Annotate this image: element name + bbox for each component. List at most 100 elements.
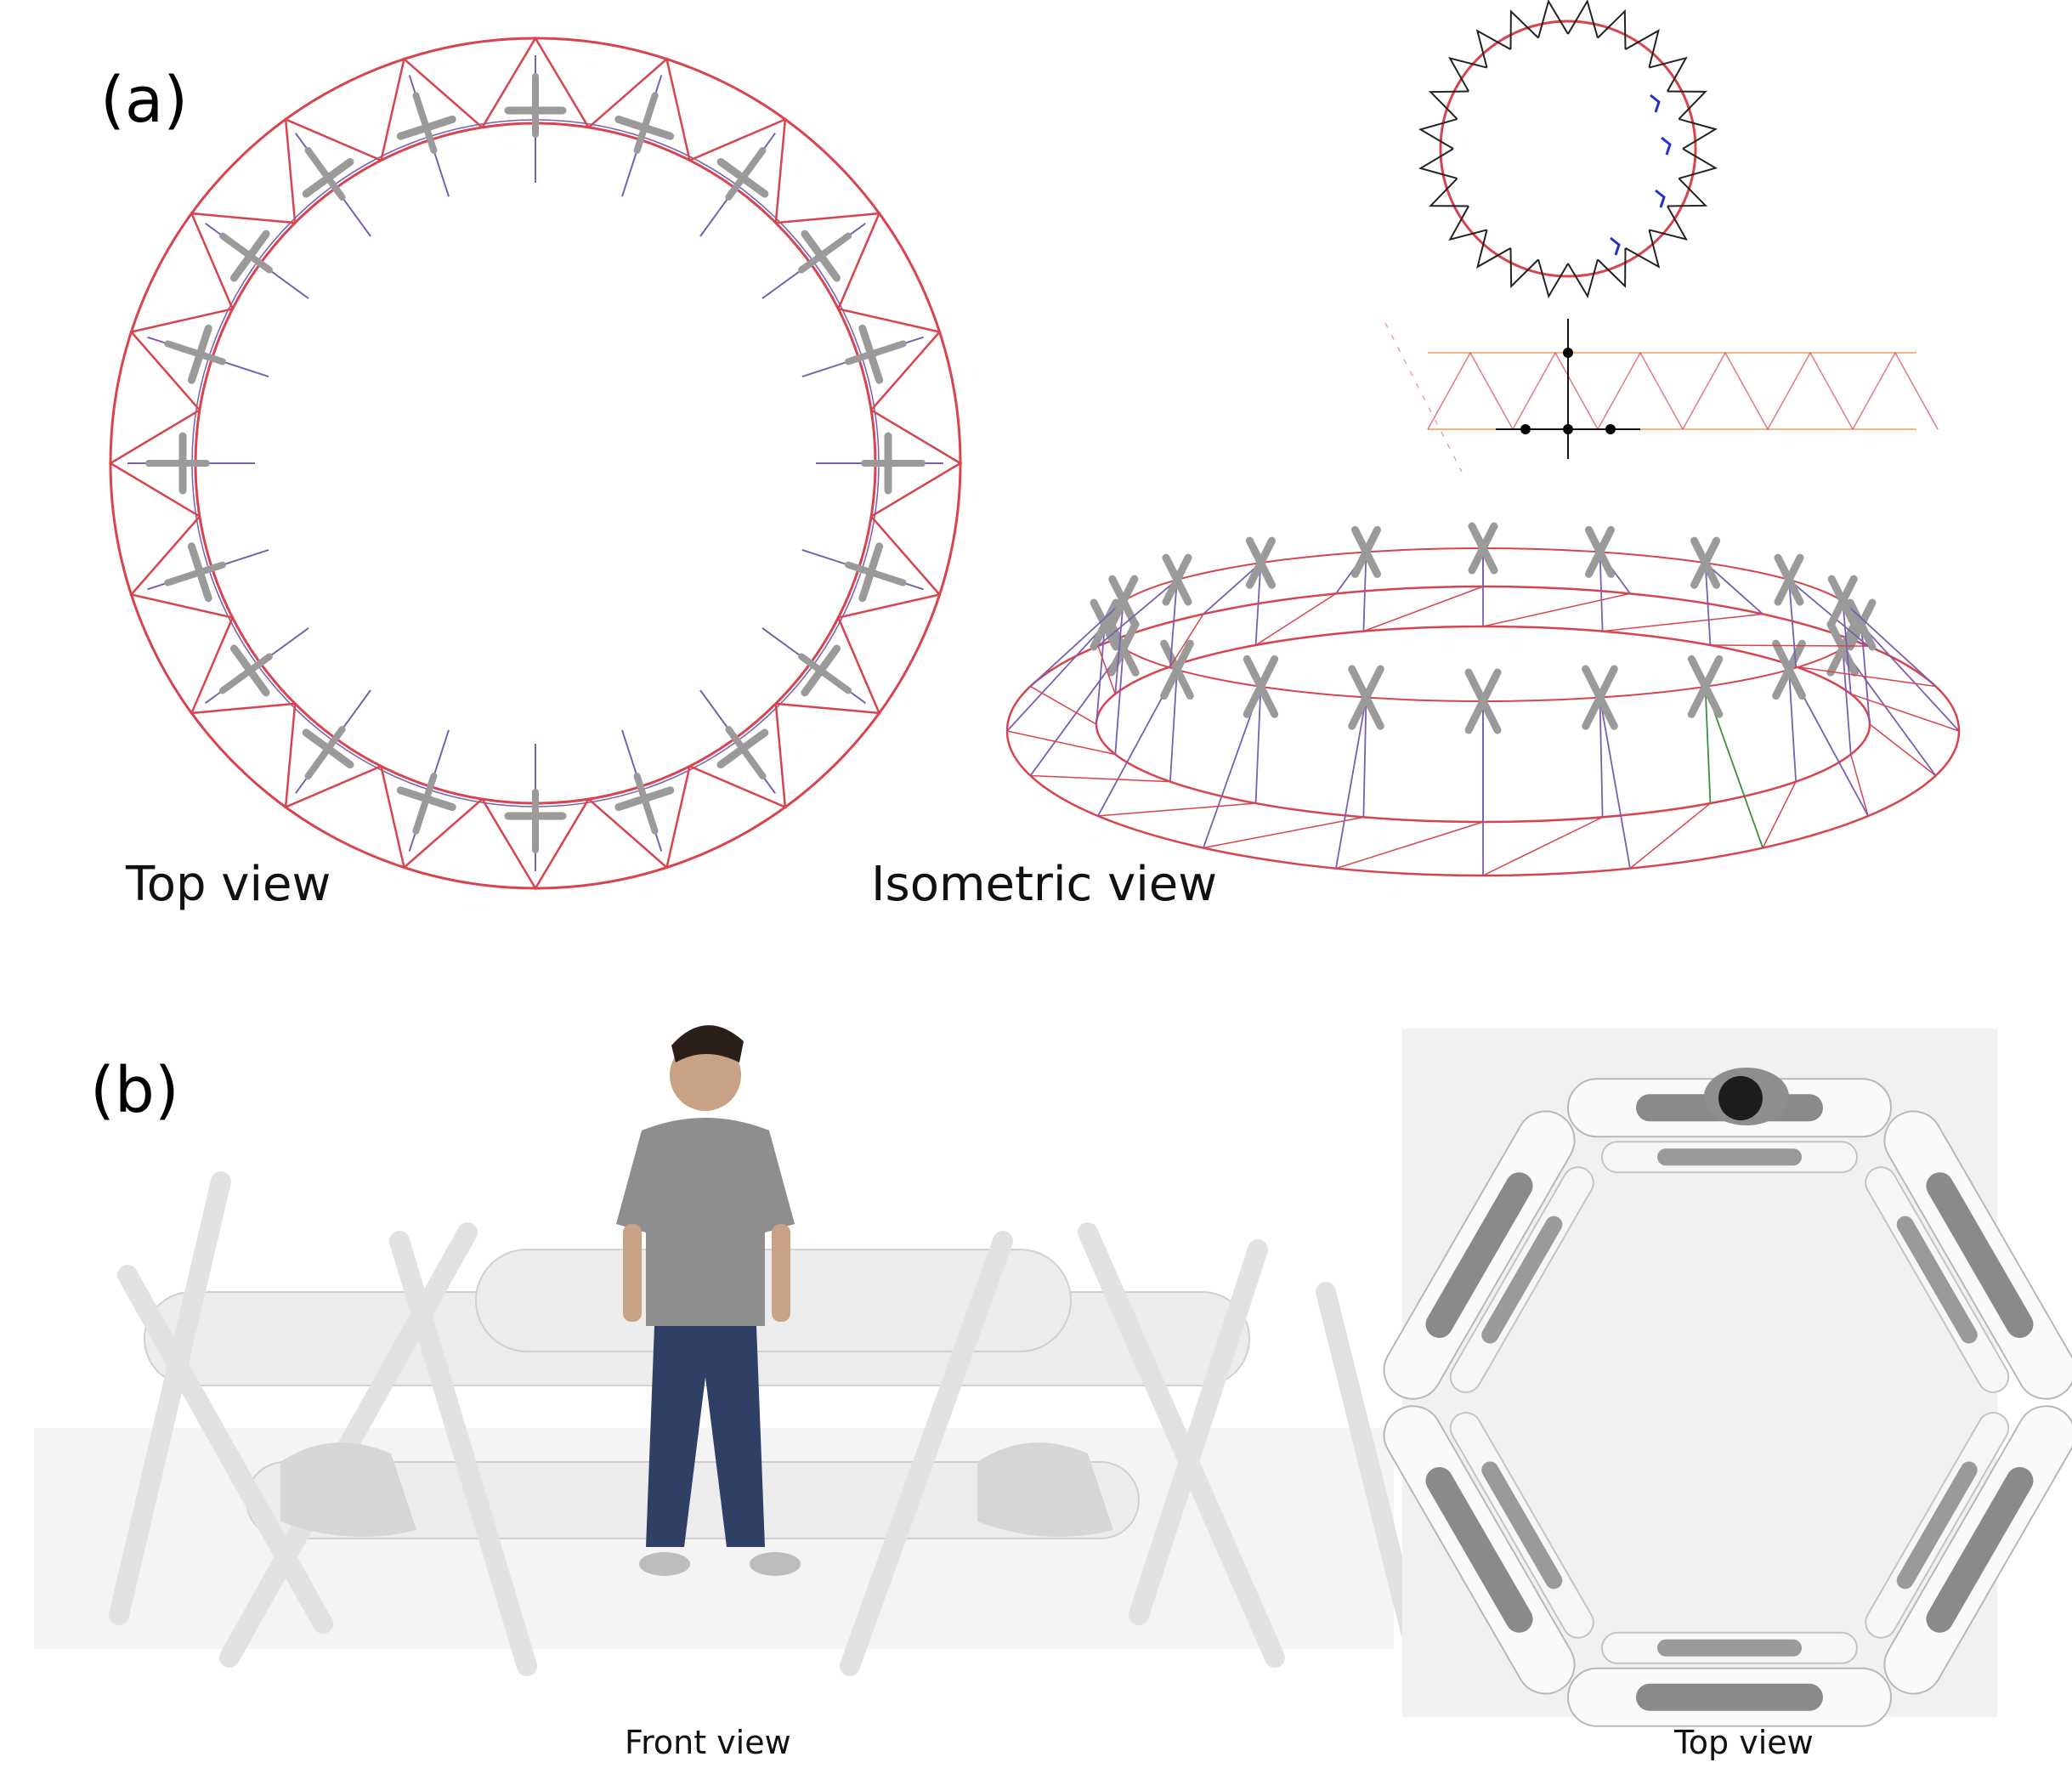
- saddle-joint: [977, 1442, 1113, 1537]
- iso-strut: [1704, 562, 1763, 615]
- grid-diagonal: [1597, 352, 1641, 430]
- grid-diagonal: [1767, 352, 1811, 430]
- iso-strut: [1029, 600, 1124, 688]
- zigzag-member: [1509, 9, 1539, 50]
- iso-strut: [1788, 580, 1797, 667]
- front-view-render: [34, 1025, 1421, 1676]
- iso-diagonal: [1030, 774, 1170, 783]
- truss-triangle: [380, 57, 484, 161]
- module-inner-slot: [1657, 1639, 1802, 1657]
- node-dot: [1605, 424, 1616, 434]
- connector-stem: [412, 773, 438, 835]
- hex-module: [1383, 1110, 1594, 1400]
- iso-connector: [1846, 598, 1877, 651]
- iso-strut: [1169, 669, 1178, 782]
- truss-triangle: [190, 212, 296, 309]
- zigzag-member: [1448, 206, 1487, 241]
- truss-triangle: [689, 117, 787, 224]
- iso-connector: [1090, 598, 1120, 651]
- truss-triangle: [775, 617, 881, 715]
- zigzag-member: [1625, 29, 1660, 68]
- zigzag-member: [1537, 0, 1569, 38]
- iso-diagonal: [1482, 592, 1631, 627]
- top-view-caption-b: Top view: [1674, 1724, 1814, 1761]
- connector-stem: [845, 561, 907, 586]
- support-leg: [1078, 1222, 1285, 1668]
- zigzag-member: [1509, 247, 1539, 289]
- iso-strut: [1169, 580, 1178, 667]
- iso-diagonal: [1850, 693, 1960, 732]
- truss-triangle: [380, 766, 484, 870]
- iso-strut: [1788, 579, 1869, 647]
- iso-diagonal: [1629, 802, 1711, 870]
- iso-diagonal: [1602, 613, 1763, 632]
- iso-connector: [1108, 575, 1139, 627]
- connector-stem: [845, 340, 907, 366]
- grid-diagonal: [1809, 352, 1854, 430]
- zigzag-member: [1567, 0, 1599, 38]
- module-inner-slot: [1481, 1216, 1563, 1344]
- iso-connector: [1245, 536, 1276, 589]
- node-dot: [1563, 348, 1573, 358]
- isometric-view-group: [1005, 522, 1961, 877]
- zigzag-member: [1649, 206, 1688, 241]
- connector-stem: [164, 561, 226, 586]
- connector-stem: [633, 773, 659, 835]
- person-top-head: [1718, 1076, 1763, 1120]
- grid-diagonal: [1852, 352, 1896, 430]
- iso-diagonal: [1255, 592, 1337, 646]
- node-dot: [1520, 424, 1531, 434]
- iso-connector: [1585, 525, 1616, 578]
- grid-diagonal: [1724, 352, 1769, 430]
- zigzag-member: [1418, 118, 1458, 150]
- person-hair: [671, 1025, 744, 1062]
- connector-stem: [798, 232, 852, 274]
- iso-diagonal: [1710, 644, 1869, 647]
- iso-strut: [1029, 648, 1124, 777]
- truss-triangle: [108, 409, 201, 518]
- iso-diagonal: [1335, 821, 1484, 870]
- iso-connector: [1690, 536, 1721, 589]
- grid-diagonal: [1512, 352, 1556, 430]
- hex-module: [1383, 1405, 1594, 1695]
- zigzag-member: [1448, 57, 1487, 92]
- iso-strut: [1114, 648, 1124, 755]
- iso-diagonal: [1097, 645, 1116, 694]
- iso-connector: [1107, 620, 1140, 677]
- zigzag-member: [1679, 118, 1718, 150]
- connector-stem: [798, 653, 852, 694]
- iso-strut: [1704, 686, 1712, 804]
- iso-strut: [1788, 669, 1797, 782]
- iso-strut: [1842, 601, 1852, 694]
- module-slot: [1926, 1172, 2034, 1339]
- small-ring: [1439, 20, 1697, 278]
- iso-strut: [1254, 563, 1262, 646]
- truss-triangle: [775, 212, 881, 309]
- zigzag-member: [1475, 29, 1511, 68]
- iso-strut: [1203, 562, 1262, 615]
- blue-marker: [1610, 236, 1621, 256]
- grid-diagonal: [1894, 352, 1939, 430]
- small-ring-diagram: [1418, 0, 1718, 299]
- module-inner-slot: [1896, 1216, 1978, 1344]
- truss-triangle: [481, 798, 590, 891]
- connector-stem: [633, 92, 659, 154]
- truss-triangle: [481, 36, 590, 128]
- top-view-caption-a: Top view: [126, 857, 331, 912]
- iso-diagonal: [1850, 754, 1869, 817]
- triangle-grid-diagram: [1384, 319, 1939, 473]
- iso-diagonal: [1203, 816, 1364, 849]
- panel-a-label: (a): [100, 64, 189, 137]
- iso-strut: [1599, 697, 1631, 869]
- grid-diagonal: [1639, 352, 1684, 430]
- connector-stem: [218, 653, 273, 694]
- iso-diagonal: [1169, 614, 1204, 667]
- connector-stem: [412, 92, 438, 154]
- hex-module: [1865, 1110, 2072, 1400]
- hex-module: [1865, 1405, 2072, 1695]
- isometric-view-caption: Isometric view: [871, 857, 1218, 912]
- truss-triangle: [838, 515, 942, 619]
- person-arm: [623, 1224, 642, 1322]
- grid-diagonal: [1427, 352, 1471, 430]
